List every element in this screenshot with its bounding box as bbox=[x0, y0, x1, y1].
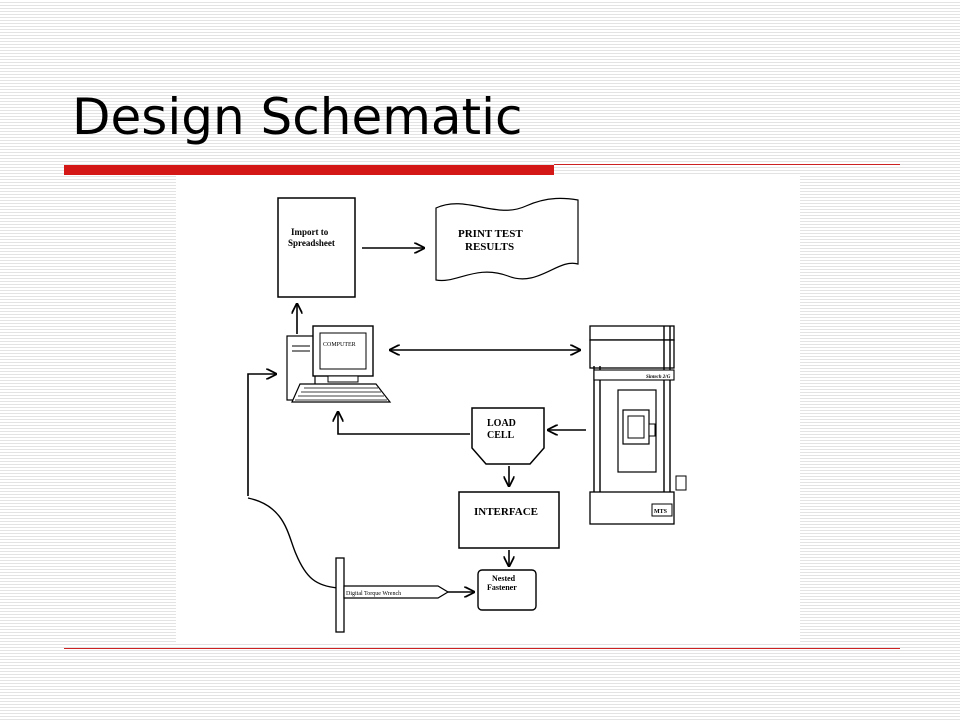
load-cell-shape: LOAD CELL bbox=[471, 407, 545, 465]
footer-rule bbox=[64, 648, 900, 649]
load-cell-line1: LOAD bbox=[487, 418, 516, 429]
slide-title: Design Schematic bbox=[72, 88, 523, 146]
spreadsheet-label-line2: Spreadsheet bbox=[288, 238, 335, 248]
computer-icon: COMPUTER bbox=[286, 325, 392, 403]
wrench-cable bbox=[247, 497, 339, 589]
nested-fastener-box: Nested Fastener bbox=[477, 569, 537, 611]
machine-badge: MTS bbox=[654, 509, 668, 515]
machine-brand-label: Sintech 2/G bbox=[646, 375, 671, 380]
testing-machine: Sintech 2/G MTS bbox=[589, 325, 687, 525]
computer-label: COMPUTER bbox=[323, 342, 356, 348]
spreadsheet-label-line1: Import to bbox=[291, 227, 329, 237]
torque-wrench: Digital Torque Wrench bbox=[335, 557, 450, 633]
spreadsheet-box: Import to Spreadsheet bbox=[277, 197, 356, 298]
interface-label: INTERFACE bbox=[474, 506, 538, 518]
fastener-line1: Nested bbox=[492, 574, 516, 583]
load-cell-line2: CELL bbox=[487, 430, 515, 441]
print-results-line1: PRINT TEST bbox=[458, 228, 523, 240]
fastener-line2: Fastener bbox=[487, 583, 517, 592]
design-schematic-diagram: Import to Spreadsheet PRINT TEST RESULTS… bbox=[176, 176, 800, 642]
print-results-line2: RESULTS bbox=[465, 241, 514, 253]
print-results-shape: PRINT TEST RESULTS bbox=[435, 197, 579, 282]
title-underline bbox=[554, 164, 900, 165]
torque-wrench-label: Digital Torque Wrench bbox=[346, 591, 401, 597]
arrow-wrench-to-computer bbox=[247, 374, 276, 496]
arrow-load-cell-to-computer bbox=[338, 412, 470, 435]
interface-box: INTERFACE bbox=[458, 491, 560, 549]
title-accent-bar bbox=[64, 165, 554, 175]
